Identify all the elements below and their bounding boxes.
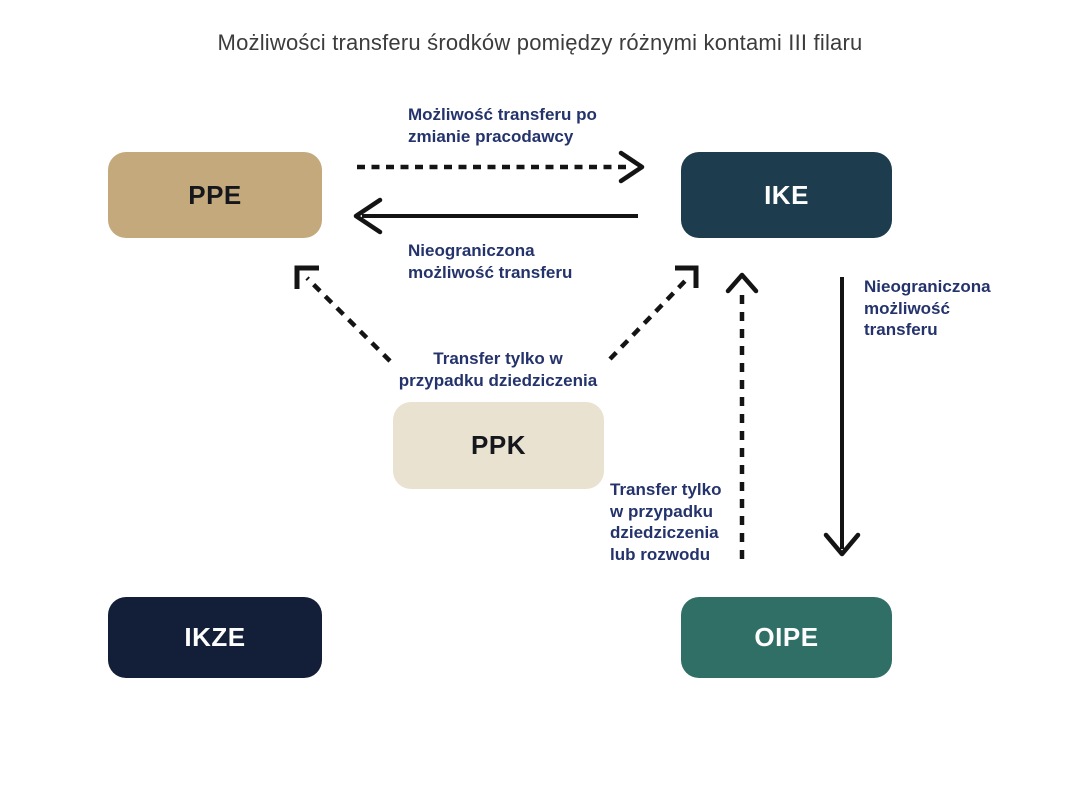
edge-label-ppk-inheritance: Transfer tylko w przypadku dziedziczenia xyxy=(398,349,598,390)
node-oipe: OIPE xyxy=(681,597,892,678)
diagram-title: Możliwości transferu środków pomiędzy ró… xyxy=(217,30,863,55)
dashed-arrow-ppe-to-ike xyxy=(357,150,645,184)
edge-label-ike-to-ppe: Nieograniczona możliwość transferu xyxy=(408,241,573,282)
solid-arrow-ike-to-oipe xyxy=(823,277,861,557)
node-ike: IKE xyxy=(681,152,892,238)
dashed-arrow-ppk-to-ike xyxy=(608,265,699,361)
dashed-arrow-oipe-to-ike xyxy=(725,272,759,559)
dashed-arrow-ppk-to-ppe xyxy=(294,265,392,363)
edge-label-ppe-to-ike: Możliwość transferu po zmianie pracodawc… xyxy=(408,105,597,146)
edge-label-oipe-to-ike: Transfer tylko w przypadku dziedziczenia… xyxy=(610,480,722,564)
node-ppe: PPE xyxy=(108,152,322,238)
solid-arrow-ike-to-ppe xyxy=(353,197,638,235)
node-ikze: IKZE xyxy=(108,597,322,678)
edge-label-ike-to-oipe: Nieograniczona możliwość transferu xyxy=(864,277,991,340)
node-ppk: PPK xyxy=(393,402,604,489)
